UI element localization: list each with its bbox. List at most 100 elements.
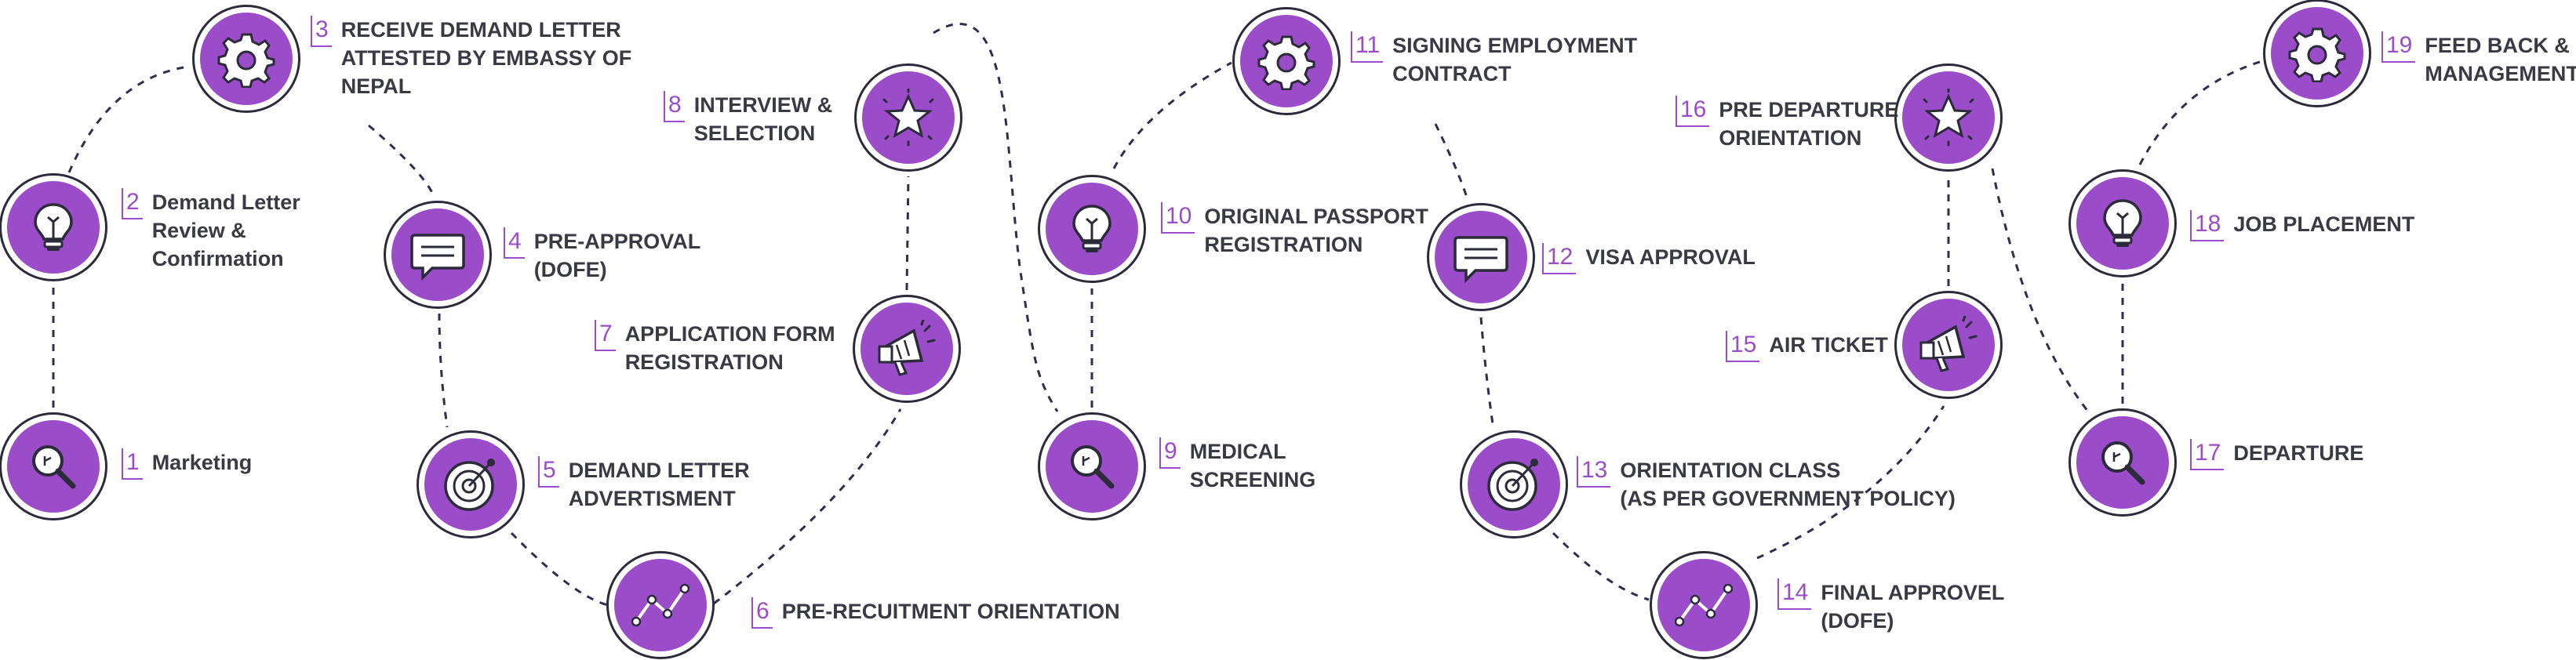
step-title-line: ATTESTED BY EMBASSY OF xyxy=(340,46,632,70)
step-number: 15 xyxy=(1726,331,1760,362)
step-title-line: FEED BACK & xyxy=(2425,34,2570,57)
step-circle xyxy=(417,430,525,539)
step-title-line: Confirmation xyxy=(151,247,284,270)
step-number: 19 xyxy=(2381,31,2416,63)
step-circle xyxy=(384,201,492,309)
step-number: 10 xyxy=(1161,202,1195,234)
step-number: 16 xyxy=(1675,96,1710,127)
star-icon xyxy=(862,71,955,164)
step-circle xyxy=(1038,412,1146,520)
step-title-line: NEPAL xyxy=(340,74,412,98)
step-circle xyxy=(1894,63,2003,172)
step-title-line: FINAL APPROVEL xyxy=(1821,581,2005,604)
connector-line xyxy=(905,176,910,291)
step-title: DEPARTURE xyxy=(2233,439,2363,467)
step-title-line: INTERVIEW & xyxy=(693,93,833,117)
step-title-line: (DOFE) xyxy=(533,258,607,281)
step-number: 13 xyxy=(1577,456,1611,488)
step-title-line: MANAGEMENT xyxy=(2425,62,2576,85)
step-title-line: ORIGINAL PASSPORT xyxy=(1204,205,1428,228)
step-number: 11 xyxy=(1351,31,1384,63)
step-number: 6 xyxy=(751,597,773,629)
step-title: JOB PLACEMENT xyxy=(2233,210,2414,238)
step-title: AIR TICKET xyxy=(1769,331,1888,359)
megaphone-icon xyxy=(1902,299,1995,391)
step-circle xyxy=(854,63,962,172)
step-title-line: SELECTION xyxy=(693,121,816,145)
step-title-line: ORIENTATION xyxy=(1719,126,1862,150)
connector-line xyxy=(510,531,609,607)
step-circle xyxy=(2263,0,2371,107)
connector-line xyxy=(933,22,1059,412)
connector-line xyxy=(1434,123,1468,198)
step-number: 9 xyxy=(1159,437,1181,469)
step-circle xyxy=(1427,203,1535,311)
step-circle xyxy=(1650,551,1758,659)
connector-line xyxy=(67,65,189,173)
step-circle xyxy=(0,173,107,281)
step-label: 15 AIR TICKET xyxy=(1726,331,1888,362)
target-icon xyxy=(1468,438,1560,531)
step-title-line: ORIENTATION CLASS xyxy=(1620,459,1841,482)
step-title-line: (DOFE) xyxy=(1821,609,1894,633)
step-title-line: CONTRACT xyxy=(1392,62,1512,85)
connector-line xyxy=(368,124,435,197)
step-label: 10 ORIGINAL PASSPORT REGISTRATION xyxy=(1161,202,1428,259)
connector-line xyxy=(1991,168,2090,412)
step-title-line: VISA APPROVAL xyxy=(1585,245,1756,269)
step-title: ORIENTATION CLASS (AS PER GOVERNMENT POLI… xyxy=(1620,456,1956,513)
megaphone-icon xyxy=(860,303,953,395)
step-circle xyxy=(192,5,300,113)
step-title-line: PRE DEPARTURE xyxy=(1719,98,1899,121)
connector-line xyxy=(1756,405,1945,560)
gear-icon xyxy=(1240,15,1333,107)
step-number: 7 xyxy=(595,320,616,351)
gear-icon xyxy=(200,13,293,105)
chat-icon xyxy=(391,209,484,301)
step-title: FEED BACK & MANAGEMENT xyxy=(2425,31,2576,88)
connector-line xyxy=(713,408,902,605)
connector-line xyxy=(2138,60,2263,165)
step-label: 4 PRE-APPROVAL(DOFE) xyxy=(504,227,700,284)
search-icon xyxy=(7,420,100,513)
step-title: PRE-APPROVAL(DOFE) xyxy=(534,227,701,284)
chat-icon xyxy=(1435,211,1527,303)
step-title: PRE-RECUITMENT ORIENTATION xyxy=(782,597,1120,626)
step-circle xyxy=(853,295,961,403)
step-title-line: REGISTRATION xyxy=(1204,233,1363,256)
step-title-line: SCREENING xyxy=(1189,468,1316,491)
step-title-line: RECEIVE DEMAND LETTER xyxy=(340,18,621,42)
step-circle xyxy=(1038,175,1146,283)
step-number: 2 xyxy=(122,188,143,219)
step-number: 18 xyxy=(2190,210,2225,241)
trend-line-icon xyxy=(614,559,707,651)
step-title: Marketing xyxy=(152,448,253,477)
step-title-line: APPLICATION FORM xyxy=(624,322,835,346)
step-number: 4 xyxy=(504,227,525,259)
step-title-line: AIR TICKET xyxy=(1769,333,1888,357)
step-title-line: (AS PER GOVERNMENT POLICY) xyxy=(1620,487,1956,510)
step-circle xyxy=(2068,408,2177,517)
target-icon xyxy=(424,438,517,531)
step-circle xyxy=(2068,169,2177,277)
search-icon xyxy=(1046,420,1138,513)
step-title-line: ADVERTISMENT xyxy=(568,487,736,510)
step-circle xyxy=(0,412,107,520)
